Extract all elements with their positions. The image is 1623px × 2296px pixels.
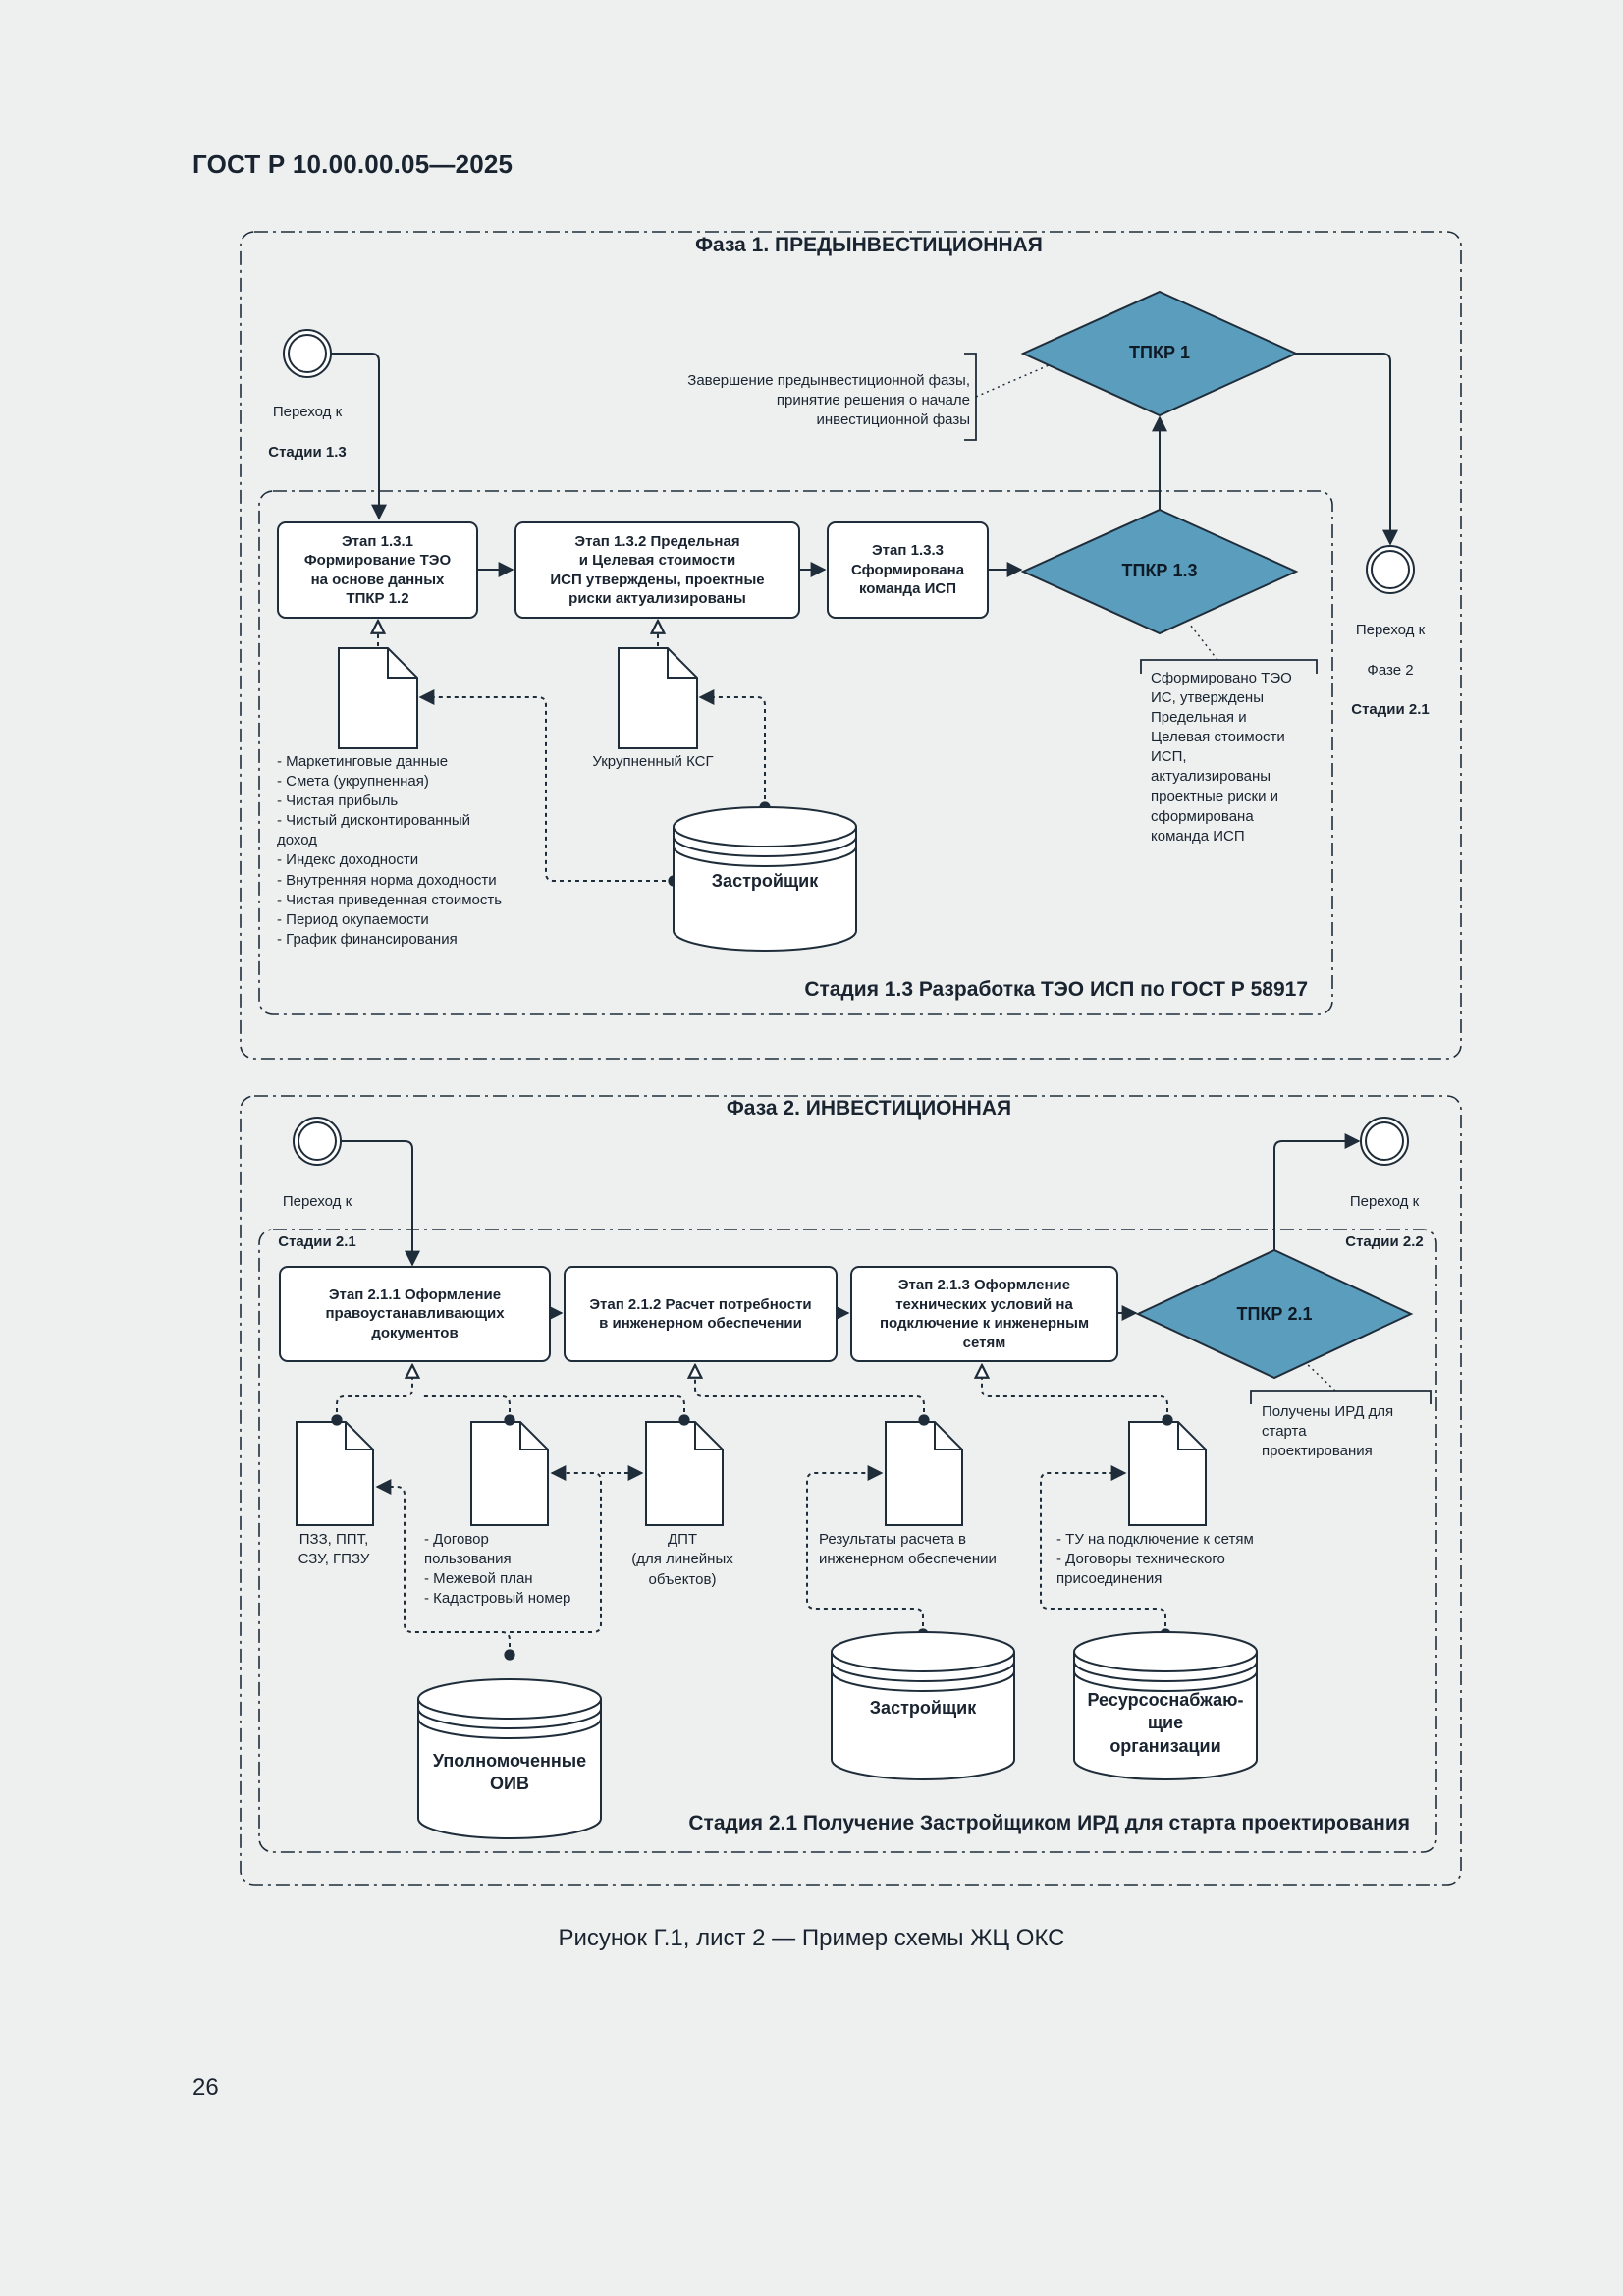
step-1-3-3[interactable]: Этап 1.3.3 Сформирована команда ИСП (827, 521, 989, 619)
phase1-end-line2: Фазе 2 (1367, 661, 1414, 679)
doc-tu-label: - ТУ на подключение к сетям - Договоры т… (1056, 1531, 1254, 1588)
gate-tpkr21 (1135, 1248, 1414, 1380)
phase1-frame (240, 231, 1462, 1060)
doc-pzz-label: ПЗЗ, ППТ, СЗУ, ГПЗУ (298, 1531, 370, 1568)
step-1-3-2[interactable]: Этап 1.3.2 Предельная и Целевая стоимост… (514, 521, 800, 619)
gate-tpkr13-label: ТПКР 1.3 (1121, 561, 1198, 580)
step-2-1-1[interactable]: Этап 2.1.1 Оформление правоустанавливающ… (279, 1266, 551, 1362)
phase2-end-line2: Стадии 2.2 (1345, 1232, 1424, 1250)
repo-resource-orgs (1073, 1631, 1258, 1780)
repo-zastroishik-1 (673, 806, 857, 952)
doc-icon-pzz (296, 1421, 374, 1526)
doc-icon-raschet (885, 1421, 963, 1526)
repo-zastroishik-2-label: Застройщик (869, 1698, 977, 1718)
phase1-start-event (283, 329, 332, 378)
doc-icon-dpt (645, 1421, 724, 1526)
step-2-1-3[interactable]: Этап 2.1.3 Оформление технических услови… (850, 1266, 1118, 1362)
repo-oiv (417, 1678, 602, 1839)
phase1-start-line1: Переход к (272, 404, 343, 421)
doc-icon-ksg (618, 647, 698, 749)
phase2-end-label: Переход к Стадии 2.2 (1321, 1173, 1448, 1252)
stage21-frame (258, 1229, 1437, 1853)
page-number: 26 (192, 2074, 219, 2101)
doc-teo-data-list: - Маркетинговые данные - Смета (укрупнен… (277, 753, 503, 948)
stage13-title: Стадия 1.3 Разработка ТЭО ИСП по ГОСТ Р … (804, 978, 1308, 1001)
phase2-end-event (1360, 1117, 1409, 1166)
gate-tpkr21-note: Получены ИРД для старта проектирования (1262, 1403, 1394, 1460)
phase1-end-line1: Переход к (1355, 622, 1426, 639)
phase2-frame (240, 1095, 1462, 1886)
phase1-title: Фаза 1. ПРЕДЫНВЕСТИЦИОННАЯ (695, 234, 1043, 256)
phase2-end-line1: Переход к (1349, 1193, 1420, 1211)
phase2-start-event (293, 1117, 342, 1166)
doc-ksg-label: Укрупненный КСГ (592, 753, 714, 770)
gate-tpkr13-note: Сформировано ТЭО ИС, утверждены Предельн… (1151, 670, 1292, 845)
phase2-title: Фаза 2. ИНВЕСТИЦИОННАЯ (726, 1097, 1012, 1120)
doc-dpt-label: ДПТ (для линейных объектов) (631, 1531, 733, 1588)
step-1-3-1[interactable]: Этап 1.3.1 Формирование ТЭО на основе да… (277, 521, 478, 619)
step-2-1-2[interactable]: Этап 2.1.2 Расчет потребности в инженерн… (564, 1266, 838, 1362)
doc-raschet-label: Результаты расчета в инженерном обеспече… (819, 1531, 997, 1568)
phase2-start-line2: Стадии 2.1 (278, 1232, 356, 1250)
doc-icon-dogovor (470, 1421, 549, 1526)
doc-icon-teo-data (338, 647, 418, 749)
phase2-start-label: Переход к Стадии 2.1 (253, 1173, 381, 1252)
gate-tpkr13 (1020, 508, 1299, 635)
repo-oiv-label: Уполномоченные ОИВ (432, 1751, 587, 1794)
repo-resource-orgs-label: Ресурсоснабжаю- щие организации (1087, 1690, 1244, 1756)
repo-zastroishik-1-label: Застройщик (711, 871, 819, 891)
gate-tpkr21-label: ТПКР 2.1 (1236, 1304, 1313, 1324)
phase2-start-line1: Переход к (282, 1193, 352, 1211)
stage21-title: Стадия 2.1 Получение Застройщиком ИРД дл… (688, 1812, 1410, 1834)
figure-caption: Рисунок Г.1, лист 2 — Пример схемы ЖЦ ОК… (558, 1925, 1065, 1951)
gate-tpkr1 (1020, 290, 1299, 417)
doc-icon-tu (1128, 1421, 1207, 1526)
phase1-end-event (1366, 545, 1415, 594)
document-standard: ГОСТ Р 10.00.00.05—2025 (192, 149, 514, 179)
phase1-start-label: Переход к Стадии 1.3 (243, 383, 371, 463)
phase1-end-label: Переход к Фазе 2 Стадии 2.1 (1325, 601, 1455, 721)
doc-dogovor-label: - Договор пользования - Межевой план - К… (424, 1531, 571, 1608)
gate-tpkr1-note: Завершение предынвестиционной фазы, прин… (687, 372, 970, 429)
stage13-frame (258, 490, 1333, 1015)
phase1-end-line3: Стадии 2.1 (1351, 701, 1430, 719)
gate-tpkr1-label: ТПКР 1 (1129, 343, 1190, 362)
repo-zastroishik-2 (831, 1631, 1015, 1780)
phase1-start-line2: Стадии 1.3 (268, 443, 347, 461)
